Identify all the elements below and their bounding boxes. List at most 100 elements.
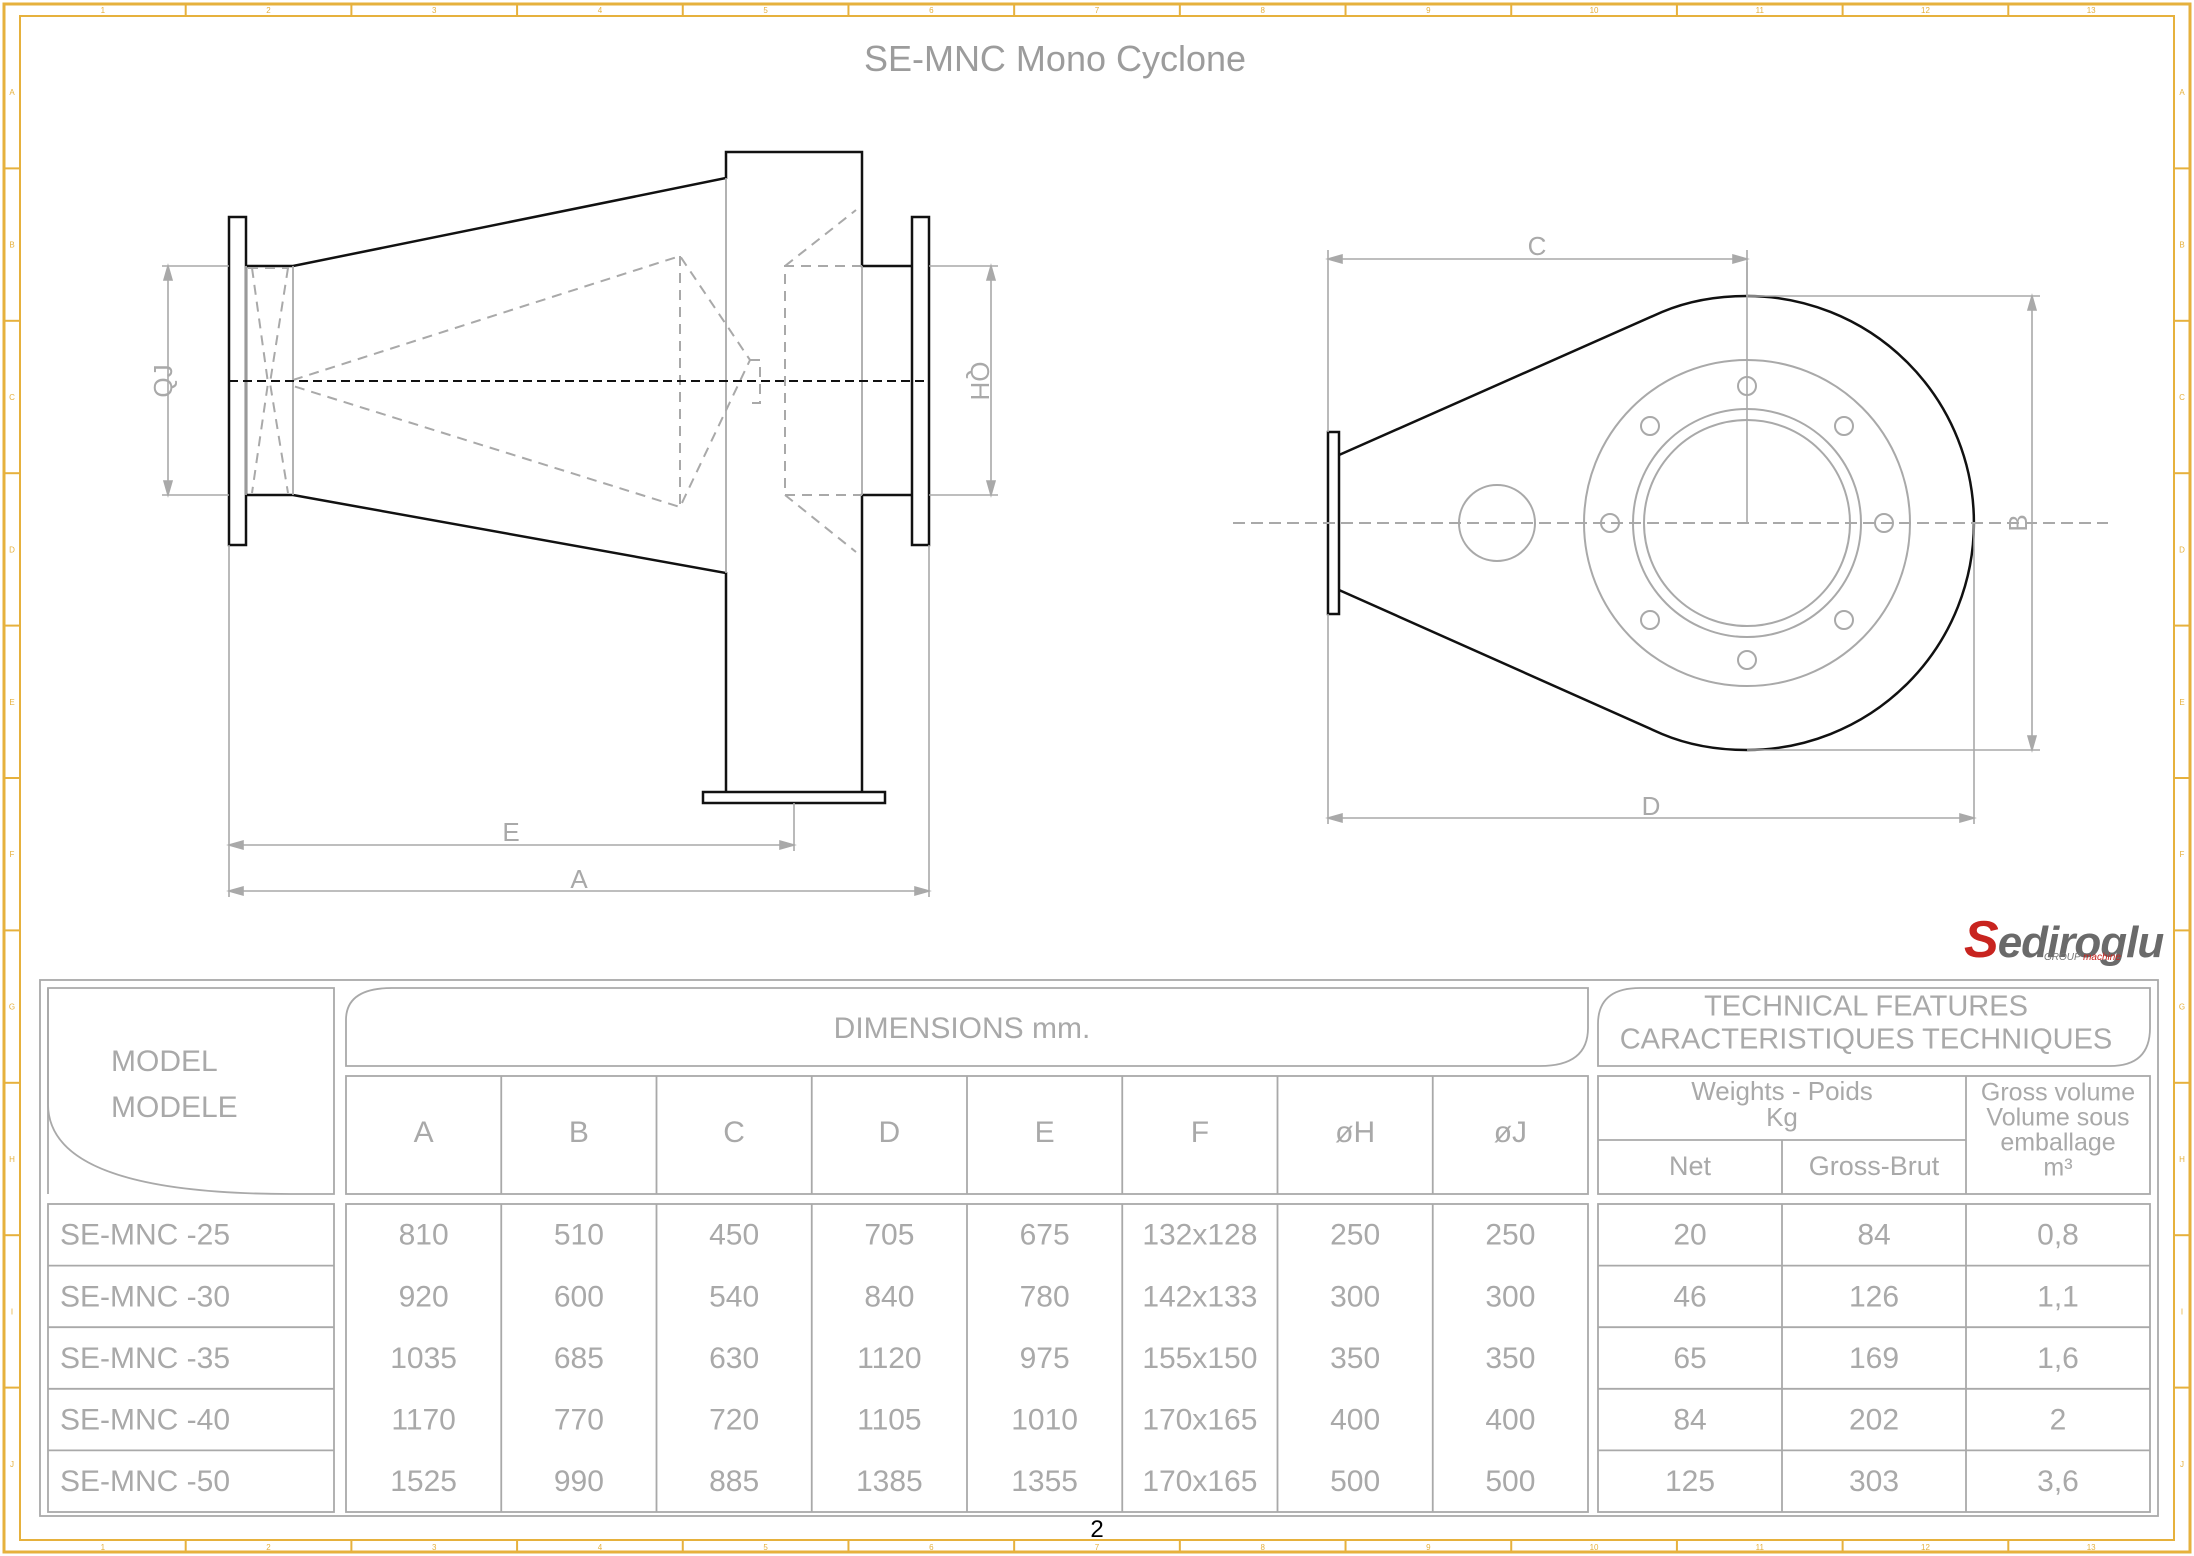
- net-weight-cell: 20: [1673, 1219, 1706, 1252]
- side-view: QJ QH E A: [148, 150, 998, 897]
- gross-weight-cell: 202: [1849, 1404, 1899, 1437]
- model-cell: SE-MNC -50: [60, 1465, 230, 1498]
- bolt-hole: [1640, 610, 1660, 630]
- model-cell: SE-MNC -35: [60, 1342, 230, 1375]
- gross-weight-cell: 126: [1849, 1280, 1899, 1313]
- page-number: 2: [1090, 1516, 1104, 1543]
- frame-row-label-left: J: [10, 1460, 14, 1469]
- frame-row-label-right: D: [2179, 545, 2185, 554]
- dimension-cell: 250: [1485, 1219, 1535, 1252]
- model-header-fr: MODELE: [111, 1091, 238, 1124]
- dimension-cell: 975: [1020, 1342, 1070, 1375]
- frame-column-label-top: 10: [1590, 6, 1599, 15]
- frame-column-label-bottom: 6: [929, 1543, 934, 1552]
- dimension-cell: 142x133: [1142, 1280, 1257, 1313]
- gross-column-header: Gross-Brut: [1809, 1151, 1940, 1181]
- frame-row-label-right: H: [2179, 1155, 2185, 1164]
- dimension-column-header: øH: [1335, 1116, 1375, 1149]
- frame-column-label-top: 5: [763, 6, 768, 15]
- weights-unit: Kg: [1766, 1102, 1798, 1132]
- b-label: B: [2003, 514, 2033, 531]
- volume-cell: 0,8: [2037, 1219, 2079, 1252]
- frame-row-label-right: J: [2180, 1460, 2184, 1469]
- dimension-cell: 170x165: [1142, 1465, 1257, 1498]
- outer-flange-circle: [1583, 359, 1911, 687]
- dimension-cell: 840: [864, 1280, 914, 1313]
- frame-column-label-top: 12: [1921, 6, 1930, 15]
- logo-tag-machine: machine: [2083, 952, 2121, 963]
- volume-cell: 3,6: [2037, 1465, 2079, 1498]
- frame-row-label-right: B: [2179, 241, 2184, 250]
- dimension-cell: 155x150: [1142, 1342, 1257, 1375]
- dimension-cell: 705: [864, 1219, 914, 1252]
- volume-cell: 1,6: [2037, 1342, 2079, 1375]
- frame-column-label-bottom: 5: [763, 1543, 768, 1552]
- net-weight-cell: 125: [1665, 1465, 1715, 1498]
- model-cell: SE-MNC -30: [60, 1280, 230, 1313]
- cyclone-body-outline: [246, 150, 912, 792]
- frame-column-label-top: 9: [1426, 6, 1431, 15]
- net-weight-cell: 46: [1673, 1280, 1706, 1313]
- dimension-column-header: E: [1035, 1116, 1055, 1149]
- dimension-cell: 600: [554, 1280, 604, 1313]
- model-header-en: MODEL: [111, 1045, 218, 1078]
- dimension-column-header: A: [414, 1116, 434, 1149]
- bottom-flange: [701, 790, 887, 805]
- dimensions-header: DIMENSIONS mm.: [834, 1012, 1091, 1045]
- inlet-hole: [1458, 484, 1536, 562]
- frame-column-label-bottom: 11: [1756, 1543, 1765, 1552]
- a-label: A: [570, 864, 588, 894]
- frame-column-label-bottom: 3: [432, 1543, 437, 1552]
- frame-column-label-bottom: 12: [1921, 1543, 1930, 1552]
- frame-column-label-bottom: 4: [598, 1543, 603, 1552]
- frame-column-label-bottom: 10: [1590, 1543, 1599, 1552]
- logo-initial: S: [1964, 911, 1999, 969]
- frame-row-label-left: E: [9, 698, 14, 707]
- frame-row-label-right: A: [2179, 88, 2185, 97]
- dimension-cell: 1105: [857, 1404, 922, 1437]
- frame-column-label-top: 2: [266, 6, 271, 15]
- dimension-cell: 400: [1485, 1404, 1535, 1437]
- frame-column-label-bottom: 2: [266, 1543, 271, 1552]
- frame-column-label-top: 1: [101, 6, 106, 15]
- company-logo: Sediroglu GROUP machine: [1944, 904, 2165, 969]
- qh-label: QH: [965, 362, 995, 401]
- hidden-internals: [248, 209, 862, 553]
- dimension-cell: 770: [554, 1404, 604, 1437]
- bolt-hole: [1874, 513, 1894, 533]
- gross-weight-cell: 169: [1849, 1342, 1899, 1375]
- frame-row-label-left: G: [9, 1003, 15, 1012]
- volume-header-line: Volume sous: [1986, 1104, 2129, 1132]
- dimension-cell: 1010: [1011, 1404, 1078, 1437]
- technical-header-en: TECHNICAL FEATURES: [1704, 991, 2028, 1023]
- right-flange: [910, 215, 931, 547]
- volume-cell: 2: [2050, 1404, 2067, 1437]
- dimension-cell: 500: [1485, 1465, 1535, 1498]
- frame-row-label-right: C: [2179, 393, 2185, 402]
- dimension-cell: 920: [399, 1280, 449, 1313]
- outlet-pipe-inner: [1643, 419, 1851, 627]
- frame-row-label-right: F: [2180, 850, 2185, 859]
- dimension-cell: 1170: [391, 1404, 456, 1437]
- dimension-cell: 1385: [856, 1465, 923, 1498]
- dimension-cell: 1525: [390, 1465, 457, 1498]
- bolt-hole: [1737, 650, 1757, 670]
- e-label: E: [502, 817, 519, 847]
- dimension-cell: 1035: [390, 1342, 457, 1375]
- d-label: D: [1642, 791, 1661, 821]
- dimension-cell: 250: [1330, 1219, 1380, 1252]
- dimension-column-header: B: [569, 1116, 589, 1149]
- net-weight-cell: 65: [1673, 1342, 1706, 1375]
- dimension-cell: 350: [1330, 1342, 1380, 1375]
- spec-table: MODEL MODELE DIMENSIONS mm. TECHNICAL FEATU…: [39, 979, 2159, 1517]
- logo-wordmark: ediroglu: [1997, 918, 2165, 967]
- frame-column-label-bottom: 8: [1260, 1543, 1265, 1552]
- bolt-hole: [1640, 416, 1660, 436]
- dimension-cell: 500: [1330, 1465, 1380, 1498]
- dimension-cell: 300: [1485, 1280, 1535, 1313]
- frame-ticks: [4, 4, 2190, 1552]
- frame-row-label-left: A: [9, 88, 15, 97]
- dimension-cell: 132x128: [1142, 1219, 1257, 1252]
- frame-column-label-bottom: 1: [101, 1543, 106, 1552]
